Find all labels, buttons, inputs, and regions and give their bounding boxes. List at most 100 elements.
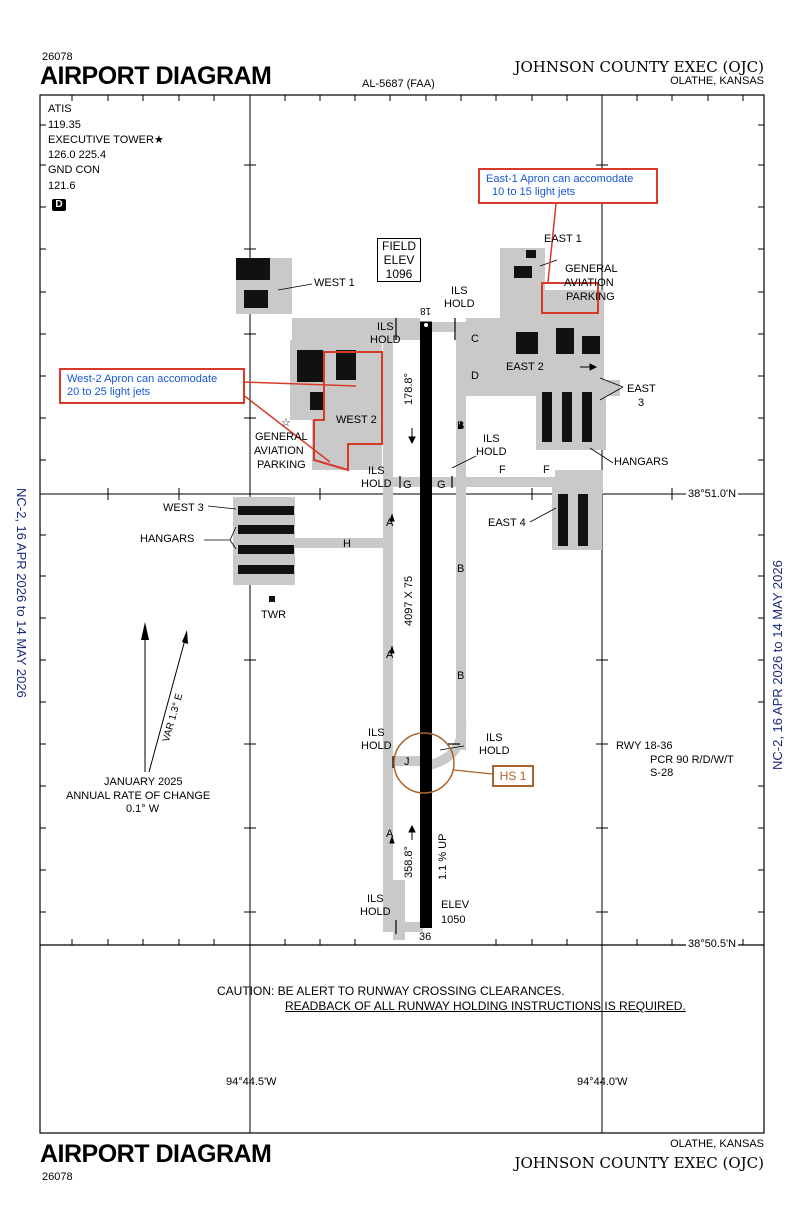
- hold-text: HOLD: [360, 906, 391, 918]
- field-elev-line1: FIELD: [381, 239, 416, 253]
- runway-name: RWY 18-36: [616, 740, 673, 752]
- ga-west-line2: AVIATION: [254, 445, 304, 457]
- hold-text: HOLD: [370, 334, 401, 346]
- annotation-callouts: [241, 203, 599, 472]
- label-east1: EAST 1: [544, 233, 582, 245]
- east1-note-line2: 10 to 15 light jets: [492, 186, 576, 198]
- taxiway-h: [295, 538, 385, 548]
- west2-note-line2: 20 to 25 light jets: [67, 386, 151, 398]
- ils-text: ILS: [368, 727, 385, 739]
- footer-airport: JOHNSON COUNTY EXEC (OJC): [514, 1154, 764, 1172]
- label-west3: WEST 3: [163, 502, 204, 514]
- label-west1: WEST 1: [314, 277, 355, 289]
- taxiway-b: [456, 330, 466, 750]
- south-elev-value: 1050: [441, 914, 466, 926]
- field-elevation-box: FIELD ELEV 1096: [377, 238, 421, 282]
- taxiway-g-label: G: [403, 479, 412, 491]
- label-east3: EAST: [627, 383, 656, 395]
- taxiway-a-label: A: [386, 828, 394, 840]
- tower-frequency: 126.0 225.4: [48, 149, 107, 161]
- taxiway-f-label: F: [499, 464, 506, 476]
- label-hangars-east: HANGARS: [614, 456, 669, 468]
- taxiway-f-label: F: [543, 464, 550, 476]
- taxiway-d-label: D: [471, 370, 479, 382]
- airspace-class-d-badge: D: [52, 199, 66, 211]
- leader-lines: [204, 259, 624, 751]
- hold-text: HOLD: [444, 298, 475, 310]
- hold-text: HOLD: [479, 745, 510, 757]
- east1-note-line1: East-1 Apron can accomodate: [486, 173, 634, 185]
- ga-west-line3: PARKING: [257, 459, 306, 471]
- hotspot-hs1-label: HS 1: [492, 765, 534, 787]
- east1-highlight-box: [541, 282, 599, 314]
- ga-east-line1: GENERAL: [565, 263, 618, 275]
- heading-178: 178.8°: [403, 373, 415, 405]
- west1-apron: [236, 258, 420, 340]
- east1-apron-note: East-1 Apron can accomodate 10 to 15 lig…: [478, 168, 658, 204]
- chart-title: AIRPORT DIAGRAM: [40, 62, 272, 90]
- runway-gradient: 1.1 % UP: [437, 833, 449, 880]
- runway-dimensions: 4097 X 75: [403, 575, 415, 626]
- heading-358: 358.8°: [403, 846, 415, 878]
- star-icon: ☆: [281, 417, 291, 429]
- ground-frequency: 121.6: [48, 180, 76, 192]
- runway-strength: S-28: [650, 767, 674, 779]
- chart-number: AL-5687 (FAA): [362, 78, 435, 90]
- magnetic-rate-label: ANNUAL RATE OF CHANGE: [66, 790, 211, 802]
- taxiway-a-label: A: [386, 649, 394, 661]
- taxiway-a: [383, 330, 393, 930]
- latitude-south: 38°50.5'N: [686, 938, 739, 951]
- ils-text: ILS: [367, 893, 384, 905]
- chart-id: 26078: [42, 51, 73, 63]
- taxiway-b-label: B: [457, 563, 465, 575]
- taxiway-b-label: B: [457, 420, 465, 432]
- taxiway-b-label: B: [457, 670, 465, 682]
- west2-note-line1: West-2 Apron can accomodate: [67, 373, 218, 385]
- hold-bars: [392, 318, 460, 934]
- taxiway-h-label: H: [343, 538, 351, 550]
- magnetic-date: JANUARY 2025: [104, 776, 183, 788]
- airport-name: JOHNSON COUNTY EXEC (OJC): [514, 58, 764, 76]
- field-elev-line2: ELEV: [383, 253, 415, 267]
- ils-text: ILS: [486, 732, 503, 744]
- hold-text: HOLD: [476, 446, 507, 458]
- atis-label: ATIS: [48, 103, 72, 115]
- heading-arrows: [408, 428, 416, 840]
- ils-text: ILS: [377, 321, 394, 333]
- runway-18-36: [420, 321, 432, 928]
- direction-arrows: [389, 363, 598, 844]
- longitude-east: 94°44.0'W: [577, 1076, 628, 1088]
- taxiway-a-label: A: [386, 517, 394, 529]
- south-elev-label: ELEV: [441, 899, 470, 911]
- label-west2: WEST 2: [336, 414, 377, 426]
- label-east3-number: 3: [638, 397, 645, 409]
- buildings: [236, 250, 600, 602]
- hold-text: HOLD: [361, 740, 392, 752]
- field-elev-value: 1096: [385, 267, 413, 281]
- label-east2: EAST 2: [506, 361, 544, 373]
- west2-highlight: [313, 351, 383, 472]
- label-tower: TWR: [261, 609, 287, 621]
- runway-pcr: PCR 90 R/D/W/T: [650, 754, 734, 766]
- tower-marker: [269, 596, 275, 602]
- star-icon: ★: [153, 134, 164, 146]
- footer-id: 26078: [42, 1171, 73, 1183]
- runway-end-18: 18: [420, 305, 432, 316]
- tower-name: EXECUTIVE TOWER: [48, 134, 154, 146]
- longitude-west: 94°44.5'W: [226, 1076, 277, 1088]
- footer-title: AIRPORT DIAGRAM: [40, 1140, 272, 1168]
- latitude-north: 38°51.0'N: [686, 488, 739, 501]
- taxiway-g-label: G: [437, 479, 446, 491]
- hotspot-circle: [393, 732, 455, 794]
- ga-east-line3: PARKING: [566, 291, 615, 303]
- ils-text: ILS: [483, 433, 500, 445]
- atis-frequency: 119.35: [48, 119, 81, 131]
- west2-apron-note: West-2 Apron can accomodate 20 to 25 lig…: [59, 368, 245, 404]
